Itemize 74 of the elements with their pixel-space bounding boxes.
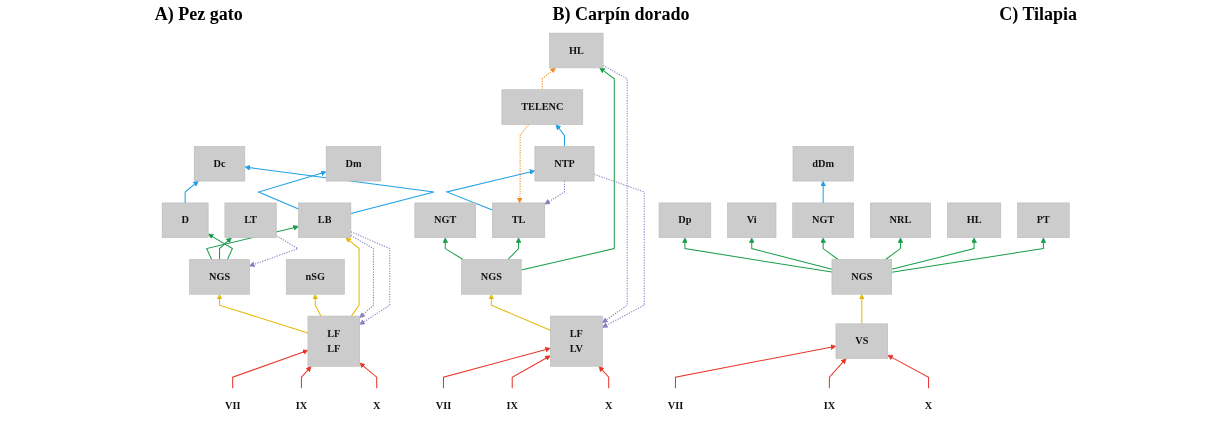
arrow — [891, 237, 978, 270]
node-box: nSG — [286, 259, 345, 295]
node-box: LB — [298, 202, 352, 238]
arrow — [249, 235, 300, 267]
arrow — [232, 349, 309, 389]
arrow — [512, 355, 551, 389]
arrow — [350, 231, 391, 325]
node-text: VII — [225, 399, 241, 411]
node-box: NGS — [189, 259, 250, 295]
node-text: X — [373, 399, 381, 411]
arrow — [829, 358, 847, 389]
node-box: NTP — [534, 146, 595, 182]
arrow — [257, 170, 327, 210]
arrow — [488, 294, 552, 331]
arrow — [517, 123, 530, 204]
arrow — [820, 237, 839, 261]
arrow — [244, 164, 435, 215]
node-box: VS — [835, 323, 889, 359]
arrow — [555, 124, 566, 147]
arrow — [443, 346, 551, 389]
arrow — [219, 237, 233, 261]
node-text: IX — [296, 399, 308, 411]
node-box: NGS — [461, 259, 522, 295]
node-box: LF LV — [550, 315, 603, 367]
node-text: IX — [506, 399, 519, 411]
arrow — [442, 237, 464, 261]
arrow — [345, 237, 360, 317]
node-box: dDm — [792, 146, 854, 182]
node-text: X — [605, 399, 613, 411]
arrow — [350, 234, 375, 318]
arrow — [312, 294, 322, 317]
node-box: LT — [224, 202, 277, 238]
arrow — [208, 233, 234, 261]
node-text: VII — [436, 399, 452, 411]
arrow — [885, 237, 904, 261]
arrow — [359, 362, 378, 389]
node-box: NRL — [870, 202, 932, 238]
arrow — [887, 354, 930, 389]
node-text: IX — [823, 399, 836, 411]
arrow — [184, 180, 199, 204]
node-box: Vi — [727, 202, 777, 238]
node-box: TELENC — [501, 89, 584, 125]
panel-title: A) Pez gato — [154, 3, 243, 25]
arrow — [598, 366, 610, 389]
arrow — [217, 294, 309, 334]
node-text: VII — [668, 399, 684, 411]
arrow — [542, 67, 556, 91]
node-box: Dm — [326, 146, 382, 182]
arrow — [891, 237, 1047, 273]
node-box: TL — [492, 202, 546, 238]
panel-title: C) Tilapia — [999, 3, 1078, 25]
arrow — [445, 169, 536, 211]
arrow — [859, 294, 865, 325]
node-box: HL — [947, 202, 1002, 238]
node-box: NGT — [414, 202, 477, 238]
arrow — [820, 180, 827, 204]
node-box: D — [162, 202, 209, 238]
arrow — [675, 344, 837, 389]
arrow — [593, 173, 646, 328]
node-text: X — [925, 399, 933, 411]
arrow — [682, 237, 833, 273]
node-box: Dp — [659, 202, 712, 238]
arrow — [749, 237, 833, 270]
node-box: Dc — [194, 146, 246, 182]
node-box: NGT — [792, 202, 855, 238]
node-box: LF LF — [307, 315, 361, 367]
arrow — [507, 237, 522, 261]
panel-title: B) Carpín dorado — [552, 3, 690, 25]
node-box: HL — [549, 32, 604, 69]
arrow — [602, 64, 628, 324]
arrow — [521, 67, 616, 271]
node-box: NGS — [831, 259, 893, 295]
node-box: PT — [1017, 202, 1070, 238]
arrow — [301, 366, 312, 389]
